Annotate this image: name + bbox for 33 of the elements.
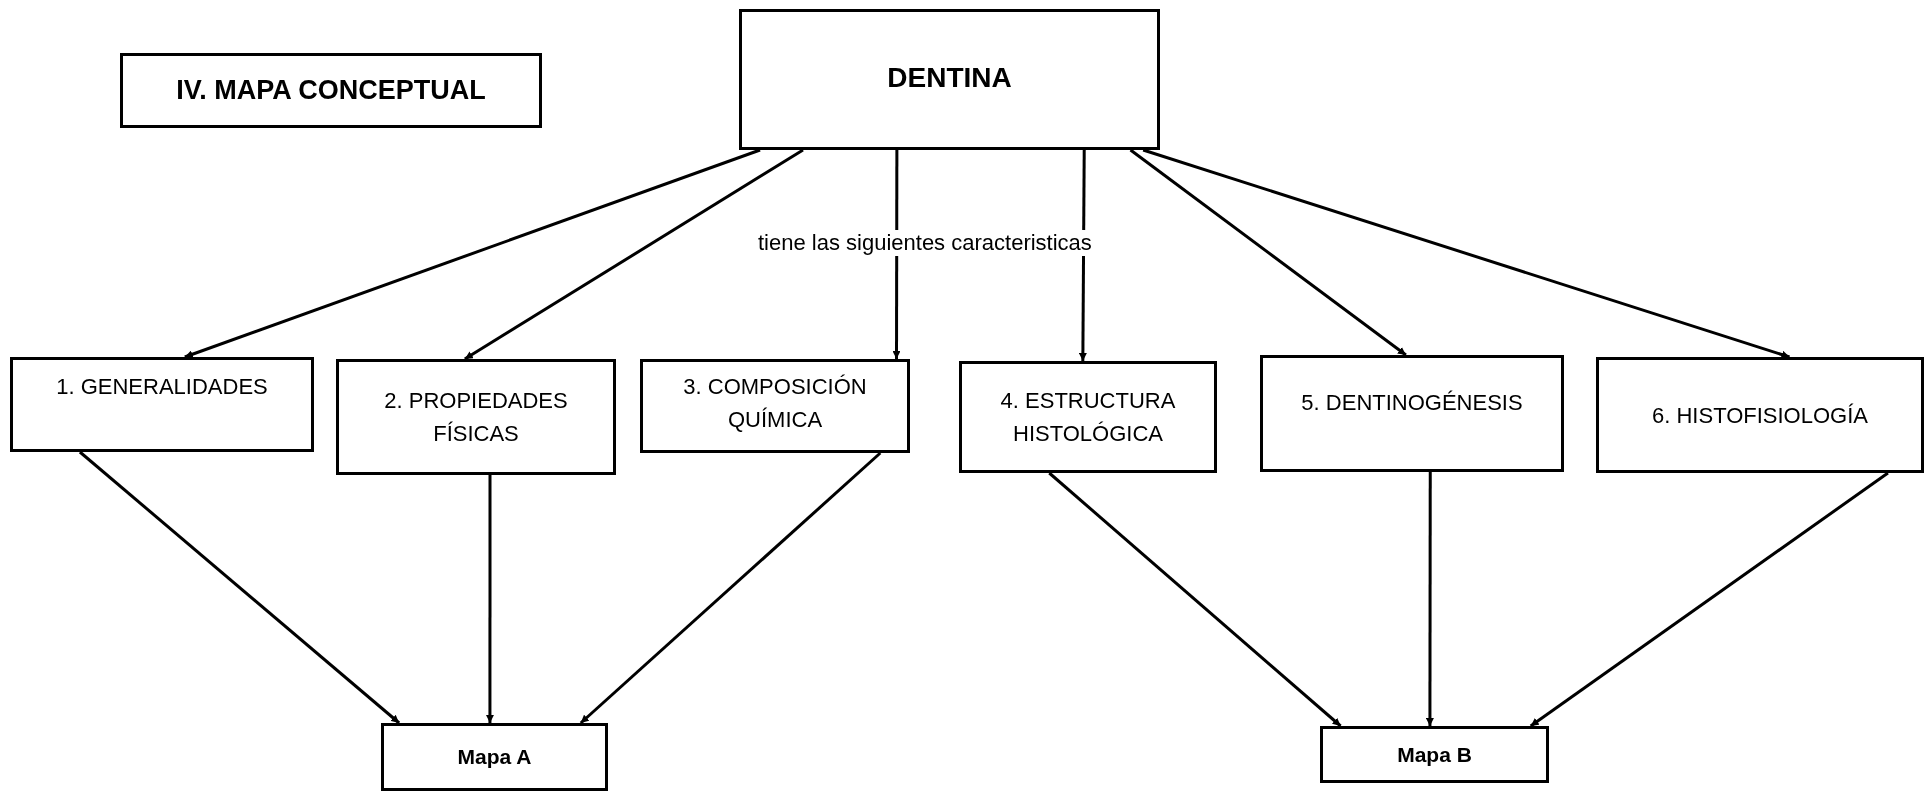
concept-box [1260, 355, 1564, 472]
arrow [78, 450, 401, 725]
node-label: 2. PROPIEDADES FÍSICAS [383, 387, 569, 448]
arrow [485, 475, 494, 723]
relation-label: tiene las siguientes caracteristicas [758, 230, 1092, 256]
node-label: 5. DENTINOGÉNESIS [1300, 389, 1524, 417]
node-label: Mapa A [456, 744, 533, 771]
node-label: 3. COMPOSICIÓN QUÍMICA [682, 373, 868, 434]
node-label: IV. MAPA CONCEPTUAL [175, 74, 487, 108]
arrow [1078, 150, 1087, 361]
concept-box [959, 361, 1217, 473]
concept-box [739, 9, 1160, 150]
concept-box [640, 359, 910, 453]
arrow [1529, 471, 1889, 728]
node-label: 1. GENERALIDADES [55, 373, 269, 401]
arrow [892, 150, 901, 359]
arrow [1129, 148, 1407, 357]
arrow [579, 451, 882, 725]
node-label: Mapa B [1396, 741, 1473, 768]
concept-box [1320, 726, 1549, 783]
concept-box [381, 723, 608, 791]
concept-box [336, 359, 616, 475]
node-label: 4. ESTRUCTURA HISTOLÓGICA [999, 387, 1177, 448]
arrow [184, 148, 761, 359]
concept-box [10, 357, 314, 452]
heading-box [120, 53, 542, 128]
node-label: 6. HISTOFISIOLOGÍA [1651, 401, 1869, 430]
arrow [1425, 472, 1434, 726]
arrow [1142, 148, 1790, 359]
concept-box [1596, 357, 1924, 473]
arrow [1048, 471, 1342, 728]
arrow [464, 148, 804, 361]
node-label: DENTINA [886, 61, 1013, 95]
